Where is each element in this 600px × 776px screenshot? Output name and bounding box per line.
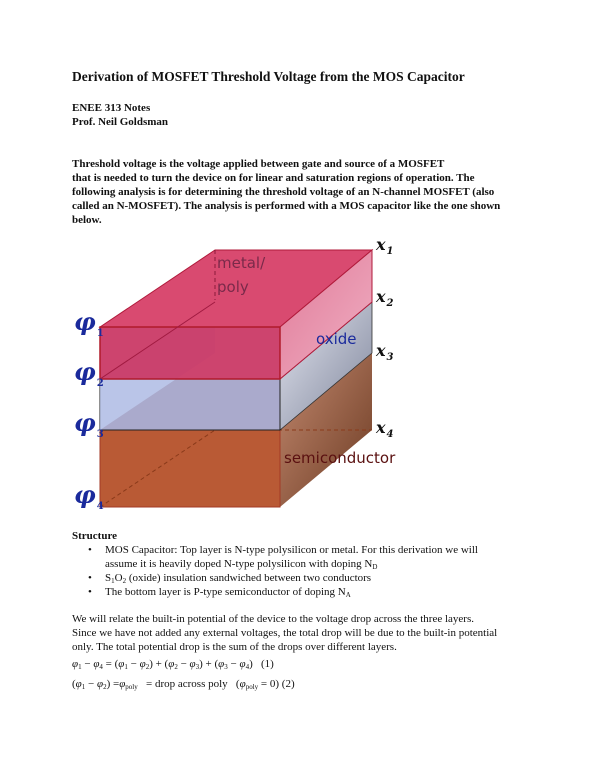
mos-capacitor-diagram: metal/ poly oxide semiconductor φ1 φ2 φ3… — [74, 235, 396, 512]
intro-line: that is needed to turn the device on for… — [72, 172, 475, 184]
intro-line: Threshold voltage is the voltage applied… — [72, 158, 445, 170]
metal-front — [99, 326, 281, 380]
equation-1: φ1 − φ4 = (φ1 − φ2) + (φ2 − φ3) + (φ3 − … — [72, 658, 274, 671]
bullet-icon: • — [88, 544, 92, 556]
semiconductor-label: semiconductor — [284, 449, 396, 467]
x3-label: x3 — [375, 341, 394, 363]
inner-edge — [99, 301, 216, 380]
phi2-label: φ2 — [74, 357, 104, 389]
bullet-text: S1O2 (oxide) insulation sandwiched betwe… — [105, 572, 372, 585]
semiconductor-front — [99, 429, 281, 508]
course-name: ENEE 313 Notes — [72, 102, 151, 114]
phi3-label: φ3 — [74, 408, 104, 440]
x4-label: x4 — [375, 418, 394, 440]
paragraph-line: only. The total potential drop is the su… — [72, 641, 397, 653]
structure-heading: Structure — [72, 530, 118, 542]
bullet-icon: • — [88, 572, 92, 584]
semiconductor-side — [280, 353, 372, 507]
doc-title: Derivation of MOSFET Threshold Voltage f… — [72, 69, 465, 84]
hidden-edge — [99, 429, 216, 508]
bullet-text: The bottom layer is P-type semiconductor… — [105, 586, 351, 599]
paragraph-line: We will relate the built-in potential of… — [72, 613, 474, 625]
paragraph-line: Since we have not added any external vol… — [72, 627, 498, 639]
intro-line: following analysis is for determining th… — [72, 186, 495, 198]
author: Prof. Neil Goldsman — [72, 116, 169, 128]
phi4-label: φ4 — [74, 480, 104, 512]
metal-label: metal/ — [217, 254, 266, 272]
x1-label: x1 — [375, 235, 394, 257]
equation-2: (φ1 − φ2) =φpoly = drop across poly (φpo… — [72, 678, 295, 691]
intro-line: below. — [72, 214, 102, 226]
intro-line: called an N-MOSFET). The analysis is per… — [72, 200, 501, 212]
bullet-text: MOS Capacitor: Top layer is N-type polys… — [105, 544, 478, 556]
bullet-icon: • — [88, 586, 92, 598]
x2-label: x2 — [375, 287, 394, 309]
oxide-label: oxide — [316, 330, 357, 348]
poly-label: poly — [217, 278, 249, 296]
phi1-label: φ1 — [74, 307, 104, 339]
bullet-text: assume it is heavily doped N-type polysi… — [105, 558, 378, 571]
